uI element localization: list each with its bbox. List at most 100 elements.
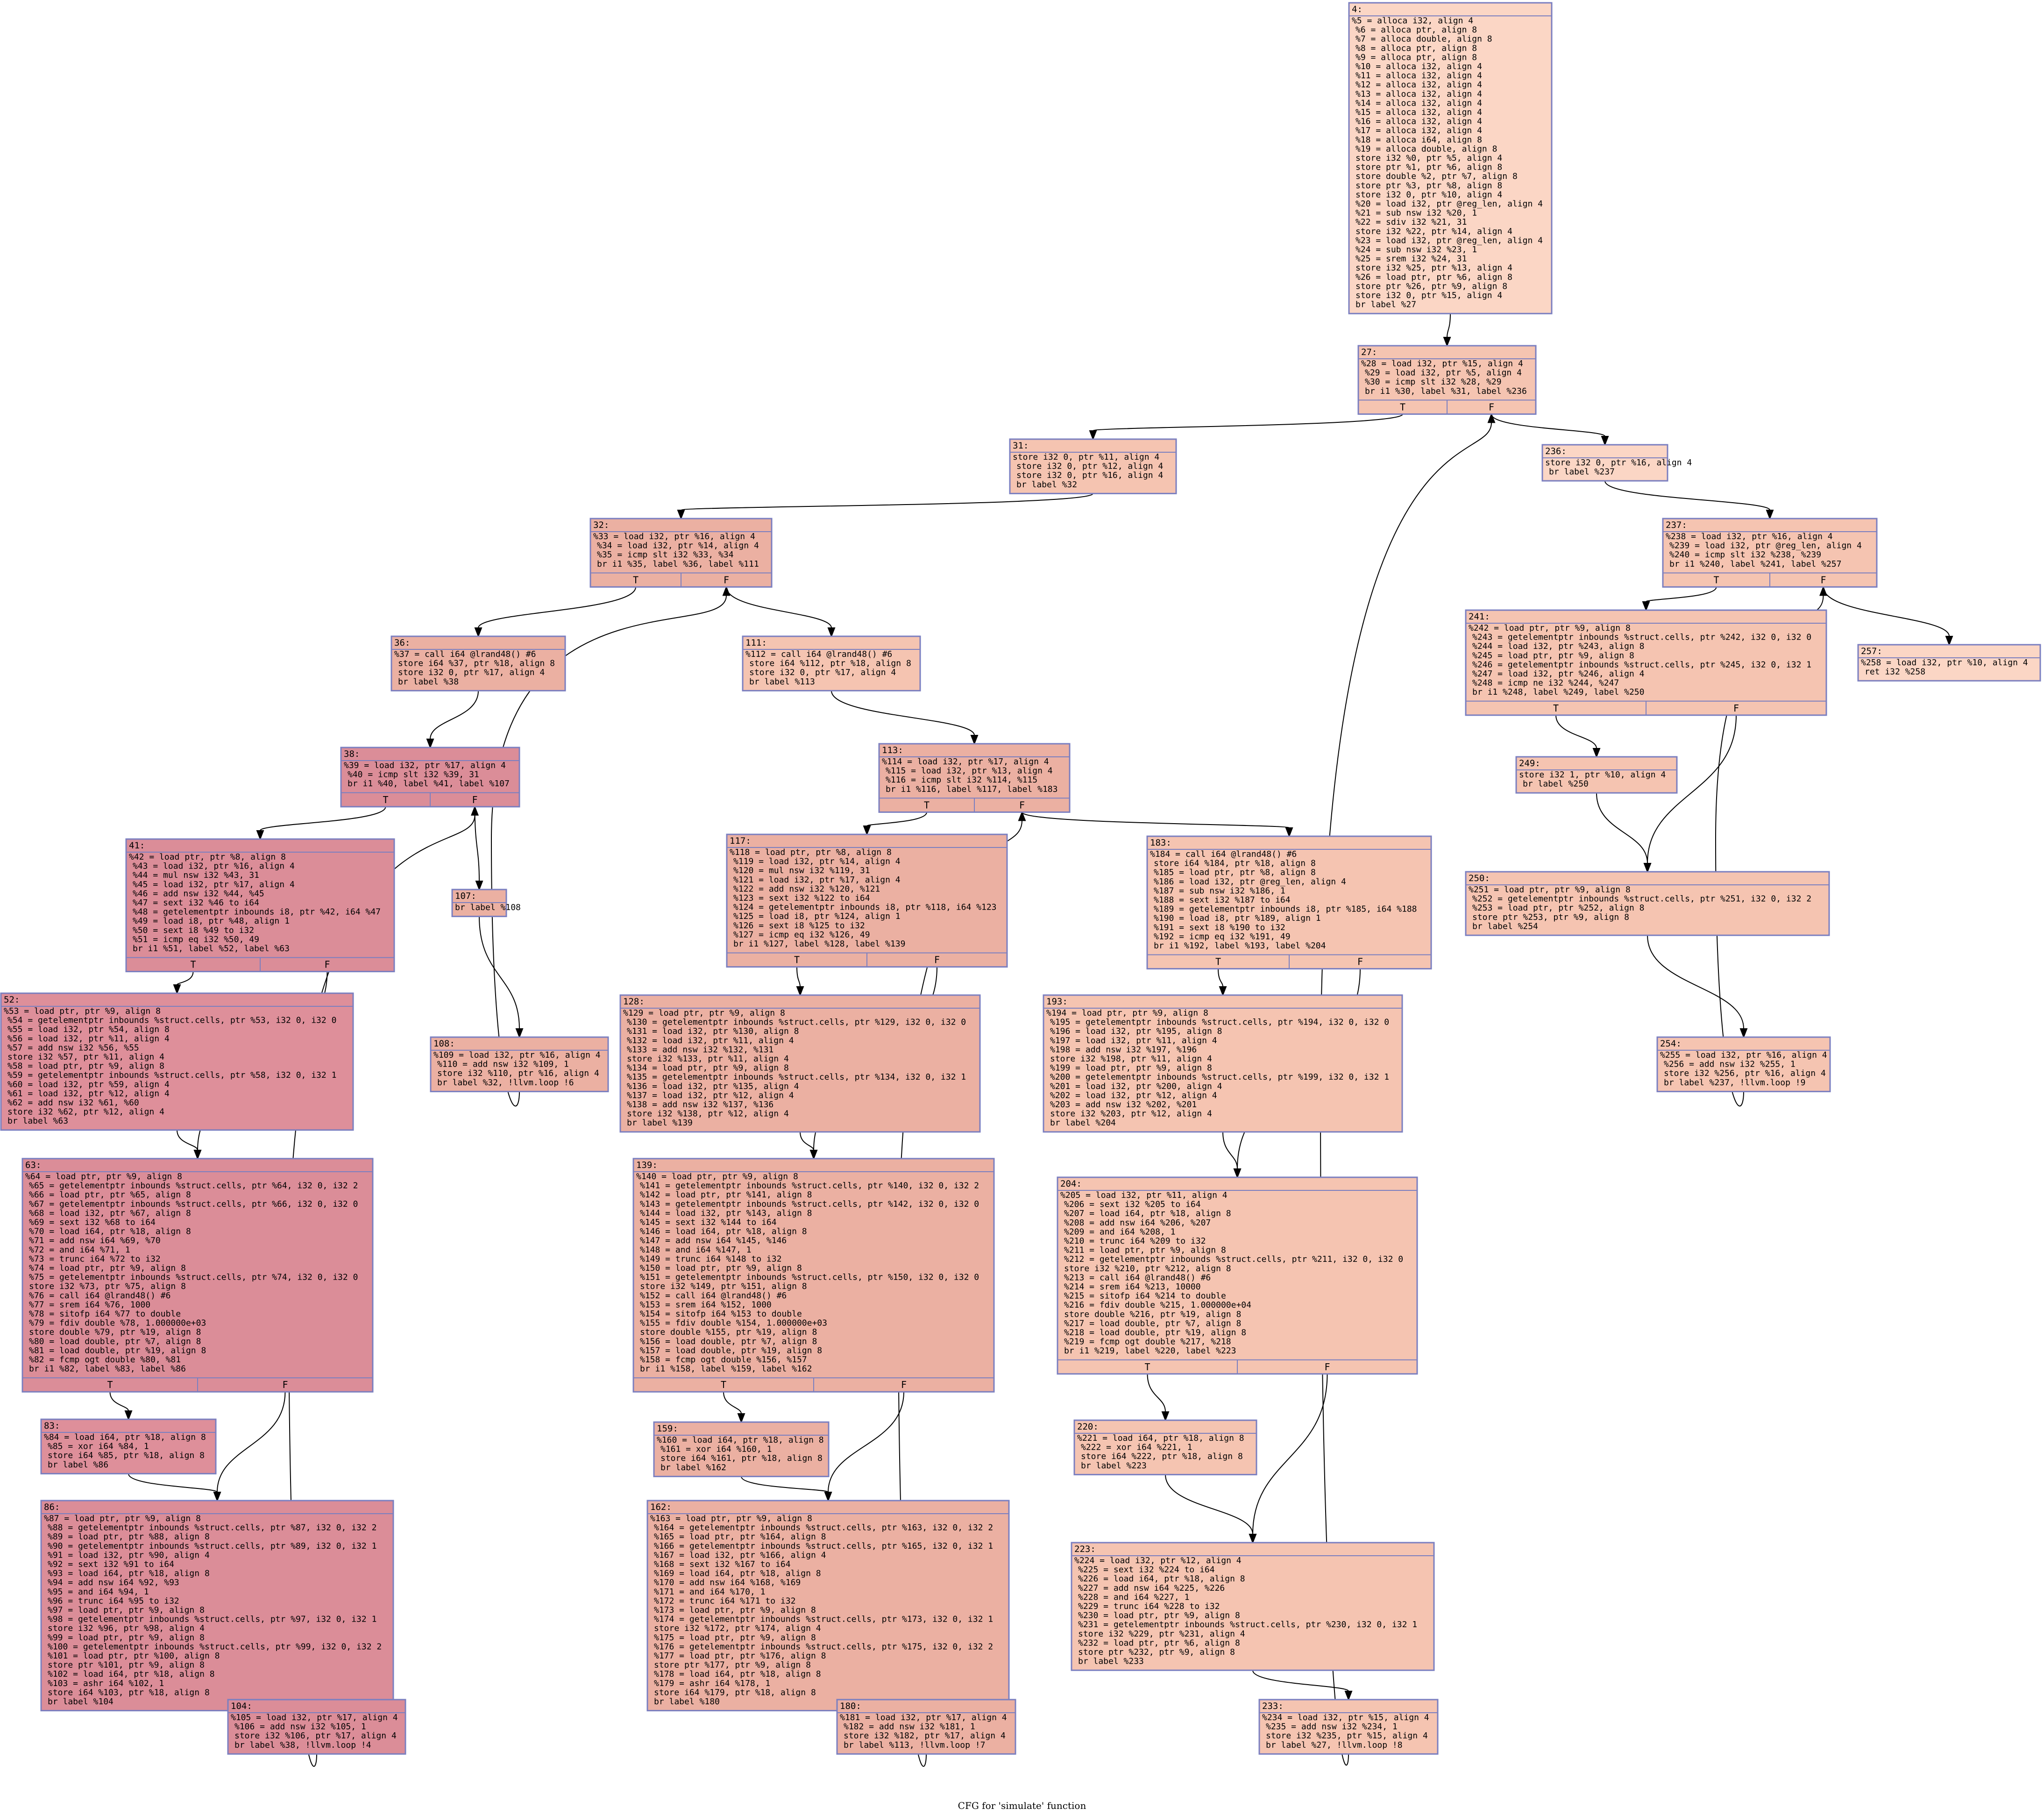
block-233: 233:%234 = load i32, ptr %15, align 4%23… [1258,1699,1439,1755]
edge-line [1252,1374,1328,1535]
instruction-line: br label %237, !llvm.loop !9 [1664,1078,1805,1088]
instruction-line: %238 = load i32, ptr %16, align 4 [1666,532,1833,541]
instruction-line: %68 = load i32, ptr %67, align 8 [29,1208,191,1218]
instruction-line: br label %32, !llvm.loop !6 [437,1078,574,1088]
instruction-line: %53 = load ptr, ptr %9, align 8 [4,1006,161,1016]
instruction-line: %43 = load i32, ptr %16, align 4 [133,861,295,871]
edge-line [1147,1374,1166,1412]
instruction-line: %142 = load ptr, ptr %141, align 8 [640,1190,812,1200]
instruction-line: %234 = load i32, ptr %15, align 4 [1262,1713,1429,1722]
edge-arrowhead [475,881,483,891]
edge-line [260,806,386,831]
instruction-line: %200 = getelementptr inbounds %struct.ce… [1050,1072,1389,1082]
instruction-line: %81 = load double, ptr %19, align 8 [29,1345,206,1355]
edge-204-to-220 [1147,1374,1170,1422]
block-237: 237:%238 = load i32, ptr %16, align 4%23… [1662,518,1878,588]
instruction-line: %92 = sext i32 %91 to i64 [48,1559,174,1569]
instruction-line: %101 = load ptr, ptr %100, align 8 [48,1651,220,1661]
block-title: 63: [25,1160,41,1170]
instruction-line: store ptr %101, ptr %9, align 8 [48,1660,205,1670]
instruction-line: %6 = alloca ptr, align 8 [1356,25,1477,35]
instruction-line: %209 = and i64 %208, 1 [1064,1227,1175,1237]
instruction-line: br i1 %35, label %36, label %111 [597,559,759,569]
edge-arrowhead [1945,636,1953,646]
instruction-line: %16 = alloca i32, align 4 [1356,117,1482,127]
block-title: 193: [1046,996,1068,1007]
instruction-line: %186 = load i32, ptr @reg_len, align 4 [1154,877,1346,887]
block-128: 128:%129 = load ptr, ptr %9, align 8%130… [619,994,981,1133]
instruction-line: %248 = icmp ne i32 %244, %247 [1472,678,1619,688]
instruction-line: %42 = load ptr, ptr %8, align 8 [129,852,286,862]
instruction-line: store i32 %182, ptr %17, align 4 [844,1731,1006,1741]
instruction-line: %231 = getelementptr inbounds %struct.ce… [1078,1620,1417,1630]
block-241: 241:%242 = load ptr, ptr %9, align 8%243… [1465,609,1827,716]
instruction-line: br label %38, !llvm.loop !4 [234,1740,371,1750]
instruction-line: %165 = load ptr, ptr %164, align 8 [654,1532,826,1542]
instruction-line: store double %2, ptr %7, align 8 [1356,171,1518,181]
edge-line [1222,1132,1238,1169]
block-title: 52: [4,995,20,1005]
edge-line [1647,715,1737,864]
instruction-line: %126 = sext i8 %125 to i32 [733,921,865,931]
block-113: 113:%114 = load i32, ptr %17, align 4%11… [878,743,1071,813]
edge-arrowhead [515,1028,524,1039]
instruction-line: %7 = alloca double, align 8 [1356,34,1492,44]
branch-false-port: F [282,1379,288,1390]
instruction-line: %119 = load i32, ptr %14, align 4 [733,857,901,867]
instruction-line: br label %113 [749,677,815,687]
edge-arrowhead [474,627,483,638]
instruction-line: br i1 %219, label %220, label %223 [1064,1346,1236,1356]
instruction-line: %164 = getelementptr inbounds %struct.ce… [654,1523,993,1533]
instruction-line: store ptr %26, ptr %9, align 8 [1356,281,1507,291]
instruction-line: %50 = sext i8 %49 to i32 [133,925,254,935]
instruction-line: %156 = load double, ptr %7, align 8 [640,1337,817,1346]
instruction-line: store i32 %25, ptr %13, align 4 [1356,263,1512,273]
edge-line [1218,968,1223,987]
instruction-line: br label %139 [627,1118,693,1128]
instruction-line: %134 = load ptr, ptr %9, align 8 [627,1063,789,1073]
instruction-line: br label %27, !llvm.loop !8 [1266,1740,1403,1750]
edge-line [866,812,927,826]
instruction-line: %82 = fcmp ogt double %80, %81 [29,1355,181,1365]
branch-true-port: T [794,954,800,966]
block-4: 4:%5 = alloca i32, align 4%6 = alloca pt… [1348,2,1553,314]
edge-line [1252,1670,1349,1692]
instruction-line: %5 = alloca i32, align 4 [1352,16,1473,26]
block-223: 223:%224 = load i32, ptr %12, align 4%22… [1071,1542,1435,1671]
edge-111-to-113 [831,690,979,745]
instruction-line: %185 = load ptr, ptr %8, align 8 [1154,868,1316,877]
instruction-line: %9 = alloca ptr, align 8 [1356,52,1477,62]
block-250: 250:%251 = load ptr, ptr %9, align 8%252… [1465,871,1830,936]
instruction-line: %181 = load i32, ptr %17, align 4 [840,1713,1007,1722]
instruction-line: %219 = fcmp ogt double %217, %218 [1064,1337,1231,1347]
block-title: 41: [129,840,145,851]
edge-arrowhead [1739,1028,1748,1039]
instruction-line: br label %63 [7,1116,68,1126]
block-box [1515,756,1678,794]
instruction-line: br label %250 [1523,779,1589,789]
branch-false-port: F [1019,799,1025,811]
instruction-line: %215 = sitofp i64 %214 to double [1064,1291,1226,1301]
block-title: 237: [1666,520,1687,530]
instruction-line: %224 = load i32, ptr %12, align 4 [1074,1556,1242,1566]
instruction-line: store i64 %37, ptr %18, align 8 [398,659,555,669]
instruction-line: %203 = add nsw i32 %202, %201 [1050,1100,1197,1110]
instruction-line: br i1 %248, label %249, label %250 [1472,687,1644,697]
block-63: 63:%64 = load ptr, ptr %9, align 8%65 = … [21,1158,374,1393]
edge-line [796,967,801,987]
block-204: 204:%205 = load i32, ptr %11, align 4%20… [1057,1176,1418,1375]
instruction-line: %184 = call i64 @lrand48() #6 [1150,849,1297,859]
instruction-line: br i1 %40, label %41, label %107 [348,779,510,789]
edge-83-to-86 [128,1473,221,1502]
instruction-line: store i32 %198, ptr %11, align 4 [1050,1054,1212,1064]
instruction-line: %252 = getelementptr inbounds %struct.ce… [1472,894,1811,904]
edge-line [128,1473,218,1493]
edge-line [1022,811,1290,828]
edge-arrowhead [1161,1411,1170,1422]
instruction-line: %129 = load ptr, ptr %9, align 8 [623,1008,785,1018]
edge-line [681,493,1093,511]
block-box [430,1036,609,1092]
instruction-line: br label %108 [455,903,521,912]
instruction-line: %90 = getelementptr inbounds %struct.cel… [48,1541,376,1551]
